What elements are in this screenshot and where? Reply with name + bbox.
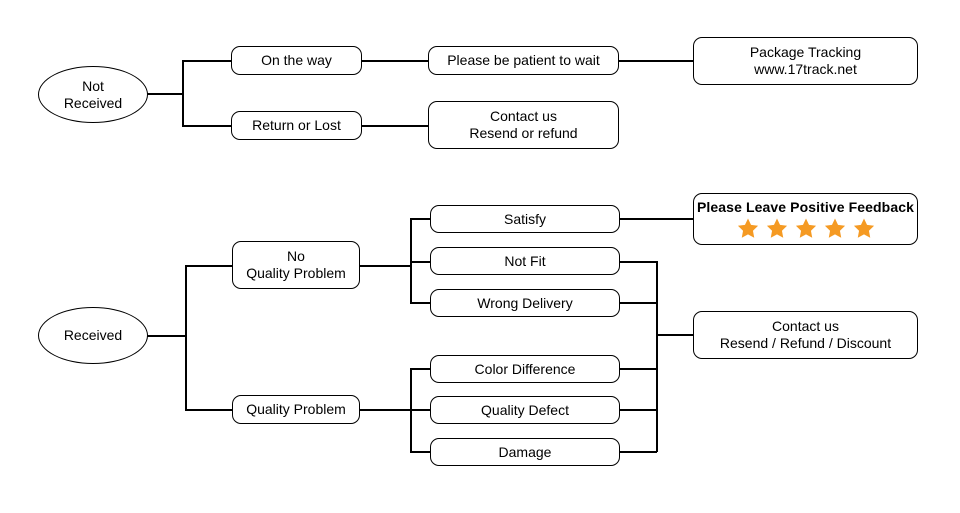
node-damage[interactable]: Damage	[430, 438, 620, 466]
connector-qp-to-damage	[410, 451, 432, 453]
node-not-fit-label: Not Fit	[504, 252, 546, 269]
connector-nqp-to-satisfy	[410, 218, 432, 220]
connector-on-the-way-to-patient	[361, 60, 429, 62]
connector-nqp-split	[410, 218, 412, 303]
feedback-caption: Please Leave Positive Feedback	[696, 198, 914, 215]
node-package-tracking-label: Package Tracking www.17track.net	[749, 44, 862, 77]
node-contact-resend-refund-discount-label: Contact us Resend / Refund / Discount	[719, 318, 892, 351]
star-icon	[795, 218, 816, 238]
node-damage-label: Damage	[498, 443, 552, 460]
node-positive-feedback[interactable]: Please Leave Positive Feedback	[693, 193, 918, 245]
connector-to-quality-problem	[185, 409, 233, 411]
node-contact-resend-refund[interactable]: Contact us Resend or refund	[428, 101, 619, 149]
connector-patient-to-tracking	[618, 60, 694, 62]
star-icon	[824, 218, 845, 238]
star-rating	[737, 217, 875, 239]
node-no-quality-problem[interactable]: No Quality Problem	[232, 241, 360, 289]
star-icon	[737, 218, 758, 238]
node-quality-defect-label: Quality Defect	[481, 401, 569, 418]
node-received-label: Received	[63, 327, 123, 344]
connector-merge-bus	[656, 261, 658, 452]
node-quality-defect[interactable]: Quality Defect	[430, 396, 620, 424]
node-not-fit[interactable]: Not Fit	[430, 247, 620, 275]
node-satisfy-label: Satisfy	[503, 210, 546, 227]
node-not-received-label: Not Received	[63, 77, 123, 111]
connector-nqp-to-wrong-delivery	[410, 302, 432, 304]
node-return-or-lost[interactable]: Return or Lost	[231, 111, 362, 140]
connector-qp-stem	[359, 409, 411, 411]
node-package-tracking[interactable]: Package Tracking www.17track.net	[693, 37, 918, 85]
connector-not-fit-to-bus	[619, 261, 657, 263]
feedback-content: Please Leave Positive Feedback	[694, 199, 917, 240]
connector-satisfy-to-feedback	[619, 218, 694, 220]
connector-to-on-the-way	[182, 60, 232, 62]
node-satisfy[interactable]: Satisfy	[430, 205, 620, 233]
node-please-be-patient[interactable]: Please be patient to wait	[428, 46, 619, 75]
connector-not-received-split	[182, 60, 184, 126]
connector-bus-to-contact-discount	[656, 334, 695, 336]
connector-return-to-contact	[361, 125, 429, 127]
node-wrong-delivery-label: Wrong Delivery	[477, 294, 573, 311]
node-quality-problem[interactable]: Quality Problem	[232, 395, 360, 424]
connector-qp-to-color-difference	[410, 368, 432, 370]
node-no-quality-problem-label: No Quality Problem	[246, 248, 346, 281]
node-received[interactable]: Received	[38, 307, 148, 364]
node-please-be-patient-label: Please be patient to wait	[447, 52, 600, 69]
connector-wrong-delivery-to-bus	[619, 302, 657, 304]
node-on-the-way[interactable]: On the way	[231, 46, 362, 75]
connector-not-received-stem	[147, 93, 183, 95]
connector-to-return-or-lost	[182, 125, 232, 127]
node-quality-problem-label: Quality Problem	[246, 401, 346, 418]
star-icon	[853, 218, 874, 238]
connector-to-no-quality-problem	[185, 265, 233, 267]
star-icon	[766, 218, 787, 238]
node-color-difference-label: Color Difference	[474, 360, 576, 377]
node-contact-resend-refund-label: Contact us Resend or refund	[469, 108, 578, 141]
connector-received-split	[185, 265, 187, 410]
connector-received-stem	[147, 335, 186, 337]
node-wrong-delivery[interactable]: Wrong Delivery	[430, 289, 620, 317]
connector-nqp-to-not-fit	[410, 261, 432, 263]
connector-nqp-stem	[359, 265, 411, 267]
node-not-received[interactable]: Not Received	[38, 66, 148, 123]
node-return-or-lost-label: Return or Lost	[252, 117, 341, 134]
connector-color-difference-to-bus	[619, 368, 657, 370]
connector-damage-to-bus	[619, 451, 657, 453]
node-color-difference[interactable]: Color Difference	[430, 355, 620, 383]
node-contact-resend-refund-discount[interactable]: Contact us Resend / Refund / Discount	[693, 311, 918, 359]
connector-qp-to-quality-defect	[410, 409, 432, 411]
node-on-the-way-label: On the way	[261, 52, 332, 69]
connector-quality-defect-to-bus	[619, 409, 657, 411]
